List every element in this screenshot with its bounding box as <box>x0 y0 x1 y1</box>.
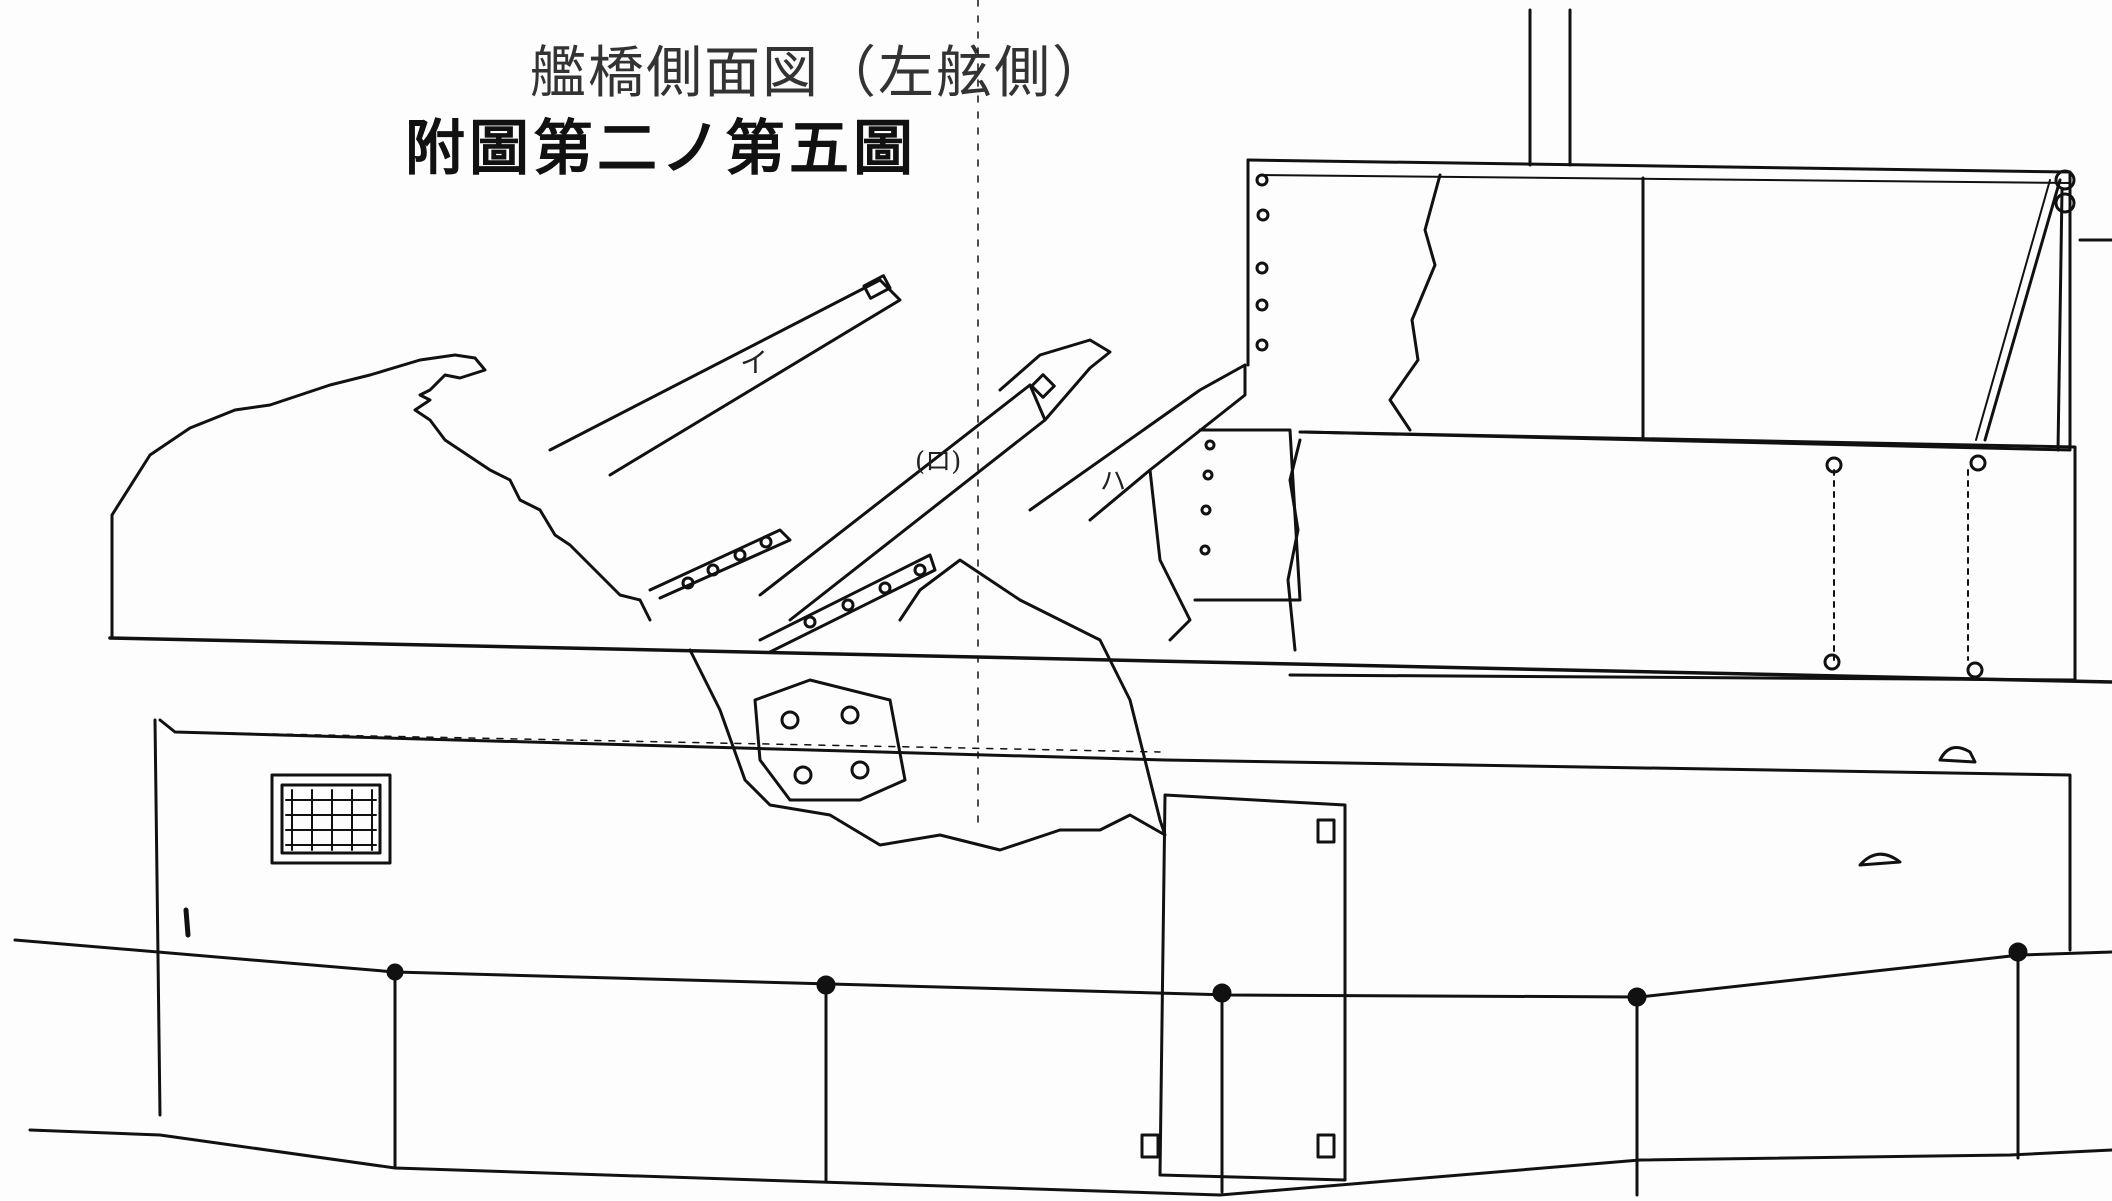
figure-number: 附圖第二ノ第五圖 <box>405 114 917 184</box>
mast-pillars <box>1528 8 1572 167</box>
gun-barrel-ro <box>758 338 1112 654</box>
middle-deck-structure <box>1193 428 2077 682</box>
upper-bridge-house <box>1246 158 2112 452</box>
torn-plate <box>688 558 1167 852</box>
label-ro: (ロ) <box>915 447 961 477</box>
lower-hull <box>153 718 2072 1117</box>
label-ha: ハ <box>1100 467 1126 497</box>
label-i: イ <box>740 346 768 379</box>
railing <box>13 938 2112 1197</box>
bridge-wing-outline <box>110 353 652 640</box>
drawing-title: 艦橋側面図（左舷側） <box>530 41 1110 106</box>
gun-barrel-ha <box>1028 363 1247 642</box>
door <box>1140 793 1347 1182</box>
gun-barrel-i <box>548 274 902 600</box>
